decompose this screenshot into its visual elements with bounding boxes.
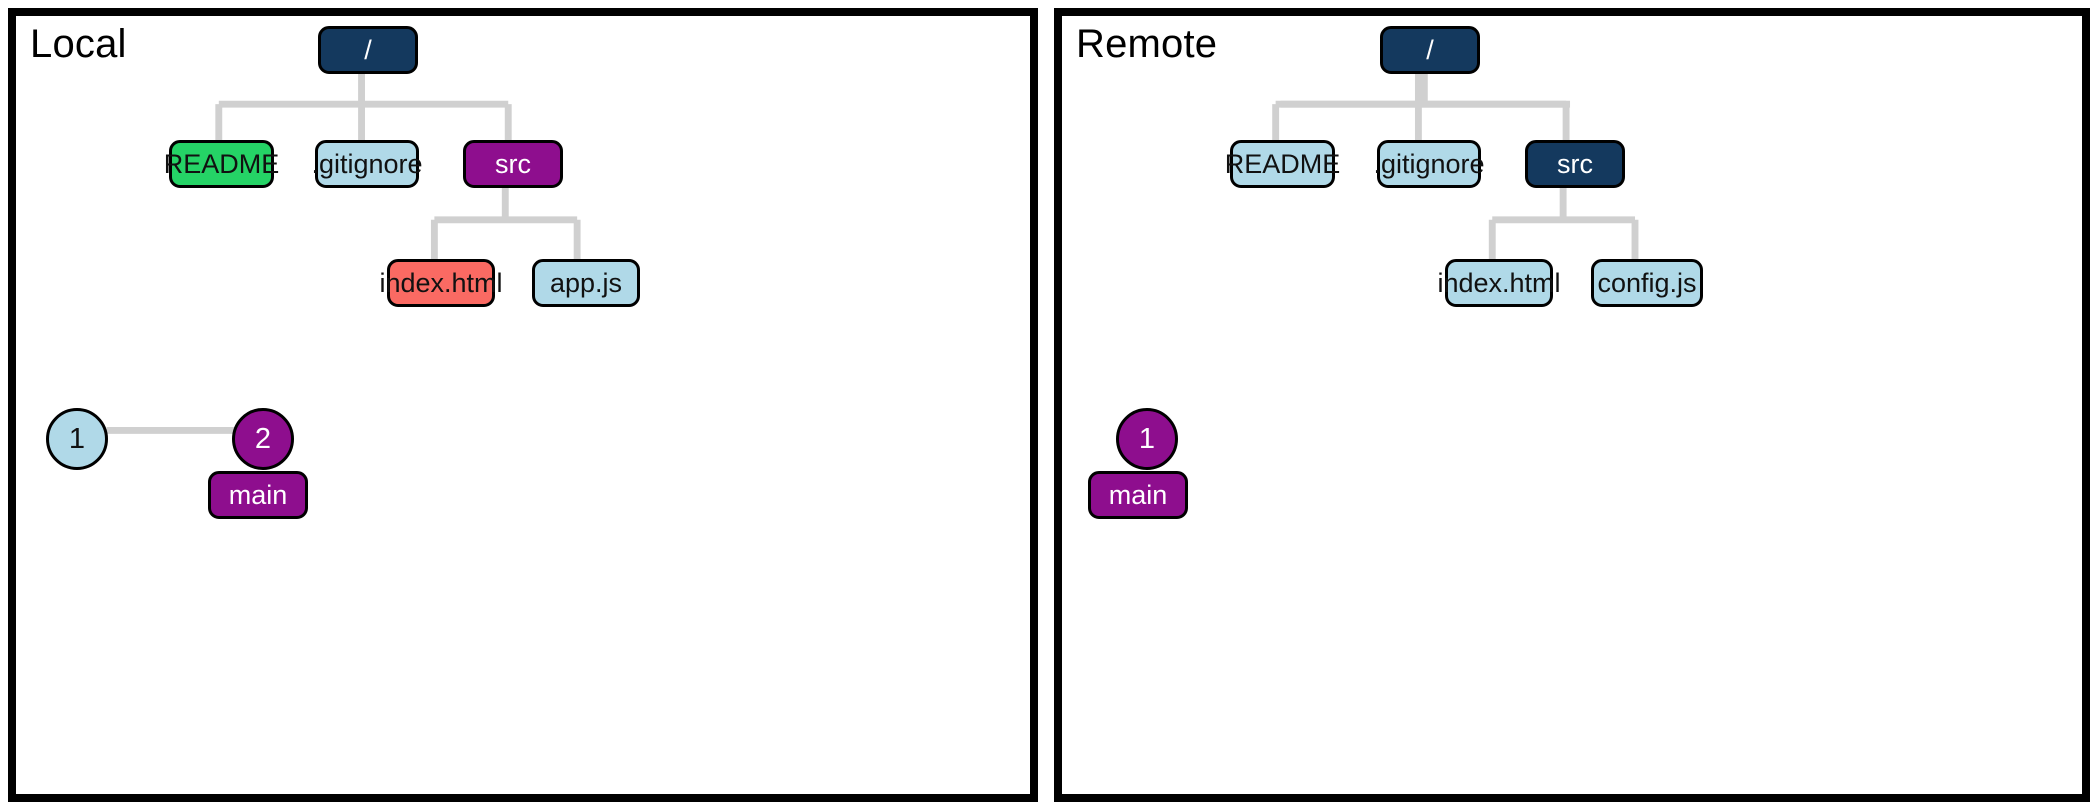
local-commit-1-label: 1 [68, 422, 86, 455]
local-node-root[interactable]: / [318, 26, 418, 74]
remote-node-index-html-label: index.html [1437, 267, 1561, 298]
remote-node-config-js[interactable]: config.js [1591, 259, 1703, 307]
local-node-gitignore-label: .gitignore [311, 148, 423, 179]
remote-node-root-label: / [1426, 34, 1434, 65]
remote-branch-main[interactable]: main [1088, 471, 1188, 519]
remote-commit-1-label: 1 [1138, 422, 1156, 455]
local-tree-connectors [106, 67, 581, 434]
panel-remote: Remote / README .gitig [1054, 8, 2090, 802]
local-node-readme[interactable]: README [164, 140, 279, 188]
local-branch-main[interactable]: main [208, 471, 308, 519]
local-commit-1[interactable]: 1 [46, 408, 108, 470]
local-node-src-label: src [495, 148, 531, 179]
remote-tree-connectors-extended [1062, 16, 2082, 794]
remote-node-src-label: src [1557, 148, 1593, 179]
remote-node-readme[interactable]: README [1225, 140, 1340, 188]
remote-tree-connectors-main [1280, 67, 1571, 108]
local-node-readme-label: README [163, 148, 280, 179]
remote-node-readme-label: README [1224, 148, 1341, 179]
panel-local: Local / README .gitignore [8, 8, 1038, 802]
local-node-index-html[interactable]: index.html [379, 259, 503, 307]
remote-node-index-html[interactable]: index.html [1437, 259, 1561, 307]
remote-node-gitignore[interactable]: .gitignore [1373, 140, 1485, 188]
local-node-app-js[interactable]: app.js [532, 259, 640, 307]
remote-node-config-js-label: config.js [1597, 267, 1697, 298]
local-node-root-label: / [364, 34, 372, 65]
remote-node-src[interactable]: src [1525, 140, 1625, 188]
remote-node-gitignore-label: .gitignore [1373, 148, 1485, 179]
local-node-app-js-label: app.js [549, 267, 623, 298]
panel-local-title: Local [30, 22, 127, 66]
local-commit-2[interactable]: 2 [232, 408, 294, 470]
local-node-src[interactable]: src [463, 140, 563, 188]
local-branch-main-label: main [228, 479, 288, 510]
panel-remote-title: Remote [1076, 22, 1218, 66]
remote-node-root[interactable]: / [1380, 26, 1480, 74]
remote-tree-connectors [1272, 67, 1639, 261]
local-node-gitignore[interactable]: .gitignore [311, 140, 423, 188]
remote-branch-main-label: main [1108, 479, 1168, 510]
local-commit-2-label: 2 [254, 422, 272, 455]
remote-commit-1[interactable]: 1 [1116, 408, 1178, 470]
local-node-index-html-label: index.html [379, 267, 503, 298]
